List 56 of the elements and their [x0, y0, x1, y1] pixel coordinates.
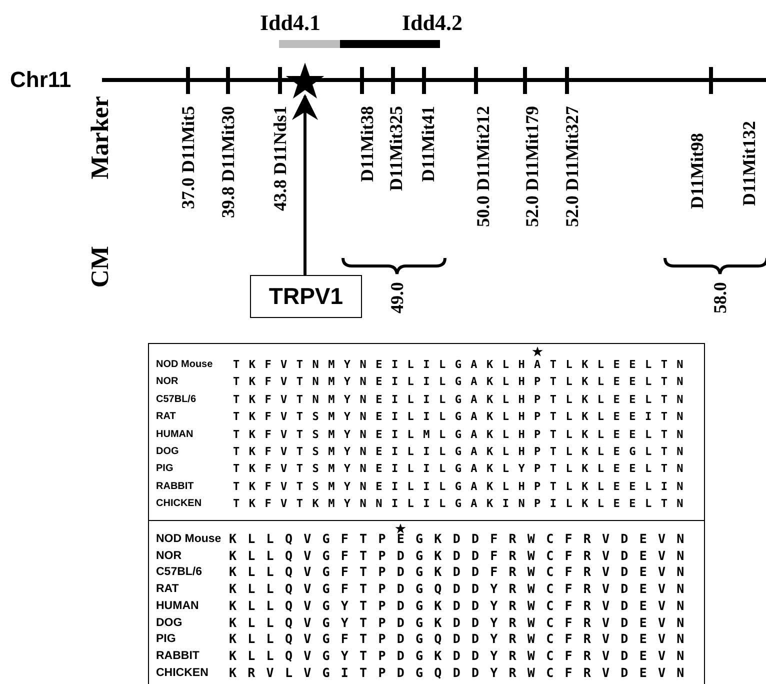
marker-label: 39.8 D11Mit30 [219, 106, 237, 218]
species-name: C57BL/6 [156, 565, 202, 580]
marker-label: 49.0 [388, 282, 406, 314]
marker-label: 50.0 D11Mit212 [474, 106, 492, 227]
species-name: CHICKEN [156, 666, 208, 681]
sequence-row: K L L Q V G Y T P D G K D D Y R W C F R V D E V N [229, 648, 686, 665]
marker-label: D11Mit325 [387, 106, 405, 191]
sequence-row: K L L Q V G F T P D G Q D D Y R W C F R V D E V N [229, 631, 686, 648]
species-name: NOR [156, 548, 182, 564]
sequence-row-text: T K F V T S M Y N E I L I L G A K L H P T L K L E E I T N [233, 409, 685, 426]
species-name: RAT [156, 410, 176, 424]
sequence-row-text: T K F V T N M Y N E I L I L G A K L H A T L K L E E L T N [233, 357, 685, 373]
species-name: HUMAN [156, 598, 199, 614]
species-name: HUMAN [156, 428, 194, 442]
sequence-row: K L L Q V G F T P D G K D D F R W C F R V D E V N [229, 564, 686, 582]
species-name: RABBIT [156, 648, 200, 664]
marker-label: D11Mit132 [740, 121, 758, 206]
sequence-row: K R V L V G I T P D G Q D D Y R W C F R V D E V N [229, 664, 686, 682]
species-name: C57BL/6 [156, 392, 196, 407]
species-name: NOD Mouse [156, 358, 213, 372]
species-name: RABBIT [156, 480, 194, 494]
marker-label: 52.0 D11Mit179 [523, 106, 541, 227]
marker-label: D11Mit38 [358, 106, 376, 182]
sequence-row: K L L Q V G F T P D G K D D F R W C F R V D E V N [229, 548, 686, 564]
sequence-row: K L L Q V G F T P E G K D D F R W C F R V D E V N [229, 531, 686, 548]
marker-label: 52.0 D11Mit327 [563, 106, 581, 227]
marker-label: 58.0 [711, 282, 729, 314]
species-name: NOD Mouse [156, 532, 222, 547]
sequence-row: K L L Q V G Y T P D G K D D Y R W C F R V D E V N [229, 598, 686, 614]
species-name: PIG [156, 632, 176, 648]
marker-label: D11Mit98 [688, 133, 706, 209]
sequence-row-text: T K F V T S M Y N E I L I L G A K L H P T L K L E G L T N [233, 444, 685, 460]
gene-box: TRPV1 [250, 275, 362, 318]
sequence-row-text: T K F V T S M Y N E I L M L G A K L H P T L K L E E L T N [233, 426, 685, 443]
species-name: PIG [156, 462, 174, 476]
chromosome-label: Chr11 [10, 69, 72, 91]
species-name: DOG [156, 616, 182, 630]
sequence-row-text: T K F V T N M Y N E I L I L G A K L H P T L K L E E L T N [233, 392, 685, 408]
locus-label: Idd4.2 [402, 12, 463, 34]
species-name: NOR [156, 375, 178, 390]
marker-label: D11Mit41 [419, 106, 437, 182]
locus-label: Idd4.1 [260, 12, 321, 34]
marker-label: 37.0 D11Mit5 [179, 106, 197, 209]
axis-label: Marker [88, 96, 114, 180]
sequence-row-text: T K F V T S M Y N E I L I L G A K L H P T L K L E E L I N [233, 478, 685, 495]
sequence-row-text: T K F V T K M Y N N I L I L G A K I N P I L K L E E L T N [233, 496, 685, 512]
species-name: RAT [156, 582, 179, 598]
sequence-row: K L L Q V G Y T P D G K D D Y R W C F R V D E V N [229, 614, 686, 632]
sequence-row: K L L Q V G F T P D G Q D D Y R W C F R V D E V N [229, 581, 686, 598]
sequence-row-text: T K F V T N M Y N E I L I L G A K L H P T L K L E E L T N [233, 374, 685, 390]
arrow [292, 94, 318, 275]
species-name: DOG [156, 445, 179, 459]
marker-label: 43.8 D11Nds1 [271, 106, 289, 212]
sequence-row-text: T K F V T S M Y N E I L I L G A K L Y P T L K L E E L T N [233, 461, 685, 478]
species-name: CHICKEN [156, 497, 202, 512]
axis-label: CM [88, 246, 114, 288]
